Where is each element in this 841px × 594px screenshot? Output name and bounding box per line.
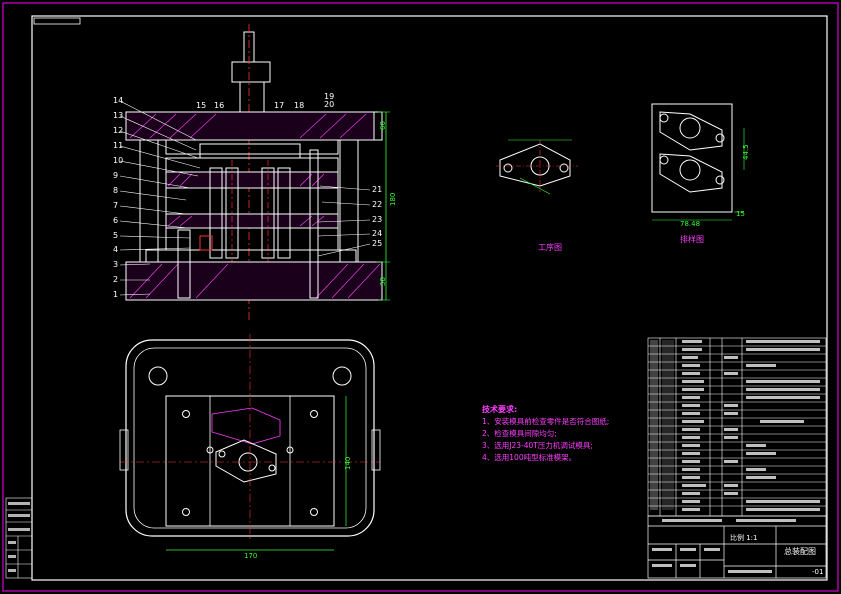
die-plan-view	[119, 334, 381, 551]
balloon-3: 3	[113, 260, 118, 269]
balloon-21: 21	[372, 185, 382, 194]
balloon-20: 20	[324, 100, 334, 109]
balloon-14: 14	[113, 96, 123, 105]
balloon-12: 12	[113, 126, 123, 135]
balloon-10: 10	[113, 156, 123, 165]
drawing-frame	[31, 15, 828, 581]
left-margin-marks	[8, 502, 30, 572]
tech-req-title: 技术要求:	[482, 404, 517, 414]
balloon-leaders-left	[119, 100, 201, 296]
balloon-2: 2	[113, 275, 118, 284]
balloons-top-right: 15 16 17 18 19 20	[196, 92, 334, 110]
reverse-code-box	[33, 17, 81, 25]
title-block	[647, 515, 827, 579]
tech-req-line-4: 4、选用100吨型标准模架。	[482, 452, 576, 462]
balloon-19: 19	[324, 92, 334, 101]
balloon-11: 11	[113, 141, 123, 150]
balloon-24: 24	[372, 229, 382, 238]
balloon-8: 8	[113, 186, 118, 195]
balloon-6: 6	[113, 216, 118, 225]
title-block-marks	[652, 519, 796, 573]
balloon-7: 7	[113, 201, 118, 210]
strip-layout-view	[651, 103, 745, 221]
scale-label: 比例 1:1	[730, 533, 758, 542]
parts-list-entries	[650, 340, 820, 511]
layout-view-label: 排样图	[680, 234, 704, 244]
balloon-9: 9	[113, 171, 118, 180]
layout-dim-margin: 15	[736, 210, 745, 218]
balloon-18: 18	[294, 101, 304, 110]
layout-dim-pitch: 44.5	[742, 144, 750, 160]
dim-height-180: 180	[389, 193, 397, 206]
parts-list-table	[647, 337, 827, 517]
dim-upper-60: 60	[379, 121, 387, 130]
tech-req-line-2: 2、检查模具间隙均匀;	[482, 428, 557, 438]
balloons-left: 14 13 12 11 10 9 8 7 6 5 4 3 2 1	[113, 96, 123, 299]
drawing-name: 总装配图	[784, 546, 816, 556]
balloon-13: 13	[113, 111, 123, 120]
balloons-right: 21 22 23 24 25	[372, 185, 382, 248]
layout-dim-width: 78.48	[680, 220, 700, 228]
dim-lower-38: 38	[379, 277, 387, 286]
left-margin-stamp	[5, 497, 33, 579]
balloon-4: 4	[113, 245, 118, 254]
balloon-16: 16	[214, 101, 224, 110]
plan-dim-width: 170	[244, 552, 257, 560]
process-view-label: 工序图	[538, 242, 562, 252]
balloon-1: 1	[113, 290, 118, 299]
balloon-15: 15	[196, 101, 206, 110]
balloon-5: 5	[113, 231, 118, 240]
tech-req-line-1: 1、安装模具前检查零件是否符合图纸;	[482, 416, 609, 426]
process-part-view	[496, 139, 578, 195]
balloon-22: 22	[372, 200, 382, 209]
sheet-number: -01	[812, 568, 823, 576]
balloon-17: 17	[274, 101, 284, 110]
balloon-25: 25	[372, 239, 382, 248]
balloon-23: 23	[372, 215, 382, 224]
plan-dim-height: 140	[344, 457, 352, 470]
technical-requirements: 技术要求: 1、安装模具前检查零件是否符合图纸; 2、检查模具间隙均匀; 3、选…	[482, 404, 609, 462]
die-section-view	[125, 24, 390, 320]
tech-req-line-3: 3、选用J23-40T压力机调试模具;	[482, 440, 593, 450]
balloon-leaders-right	[317, 185, 371, 257]
